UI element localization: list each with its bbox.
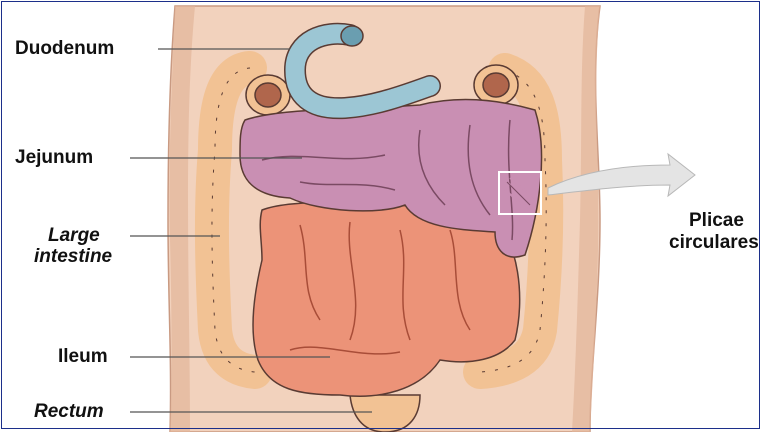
label-jejunum: Jejunum xyxy=(15,147,93,168)
label-rectum: Rectum xyxy=(34,401,104,422)
label-ileum: Ileum xyxy=(58,346,108,367)
label-large-intestine-line1: Large xyxy=(48,225,100,246)
label-large-intestine-line2: intestine xyxy=(34,246,112,267)
label-plicae-line1: Plicae xyxy=(689,210,744,231)
label-plicae-line2: circulares xyxy=(669,232,759,253)
label-duodenum: Duodenum xyxy=(15,38,114,59)
